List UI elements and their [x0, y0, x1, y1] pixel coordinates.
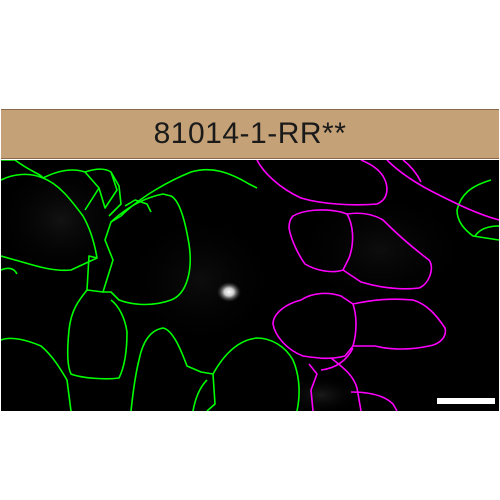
magenta-cell-outlines: [256, 160, 499, 411]
sample-label-banner: 81014-1-RR**: [1, 109, 499, 159]
fluorescence-micrograph: [1, 160, 499, 411]
scale-bar: [437, 398, 495, 404]
cell-outline-overlay: [1, 160, 499, 411]
sample-id-label: 81014-1-RR**: [153, 117, 347, 150]
bright-fluorescent-spot: [217, 282, 241, 302]
green-cell-outlines: [1, 160, 499, 411]
